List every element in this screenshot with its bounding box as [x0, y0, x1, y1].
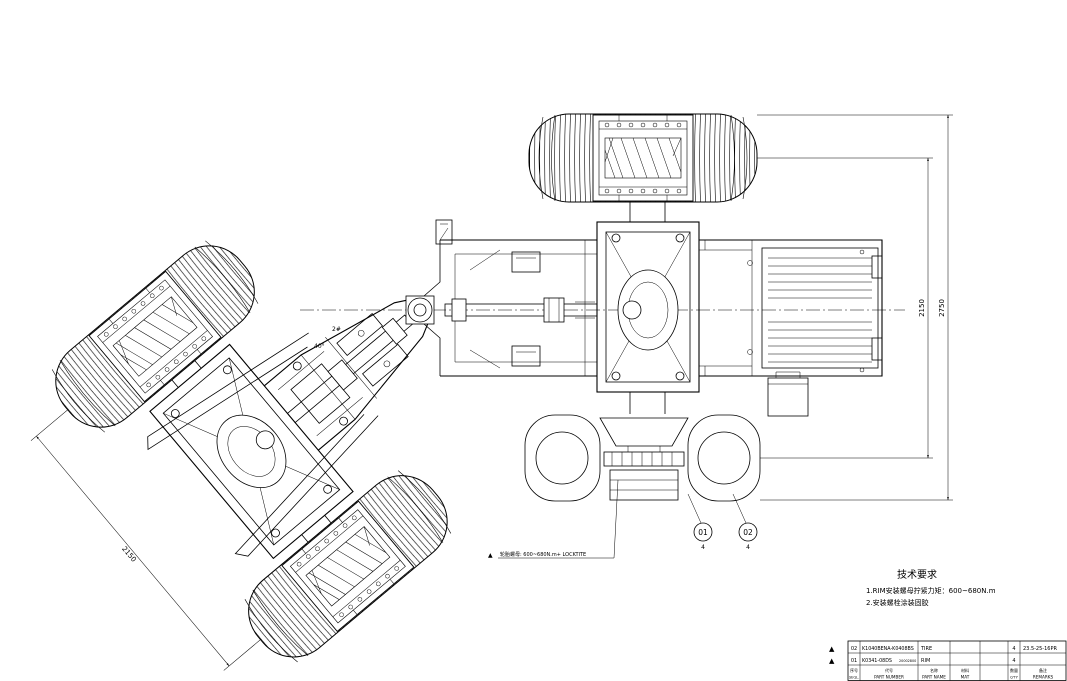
row-marker: ▲	[829, 657, 835, 665]
balloon-qty: 4	[701, 544, 705, 551]
row-qty: 4	[1012, 658, 1015, 664]
row-part-name: TIRE	[920, 646, 932, 652]
row-seq: 01	[851, 658, 857, 664]
row-part-number-alt: 20002800	[899, 659, 916, 663]
tech-req-title: 技术要求	[897, 568, 937, 581]
steering-angle-label: 40°	[314, 343, 325, 350]
balloon-id: 01	[698, 528, 708, 537]
header-mat-cn: 材料	[961, 667, 969, 673]
header-part-number-en: PART NUMBER	[874, 675, 904, 680]
row-part-name: RIM	[921, 658, 930, 664]
header-part-name-en: PART NAME	[922, 675, 946, 680]
rear-axle	[596, 202, 700, 414]
table-row: ▲ 01 K0341-08DS 20002800 RIM 4	[829, 657, 1016, 665]
row-seq: 02	[851, 646, 857, 652]
tech-req-item-2: 2.安装螺栓涂装固胶	[866, 598, 929, 607]
rear-track-label: 2150	[918, 299, 926, 317]
frame-bracket	[511, 345, 541, 367]
row-marker: ▲	[829, 645, 835, 653]
torque-note: ▲ 轮胎螺母: 600~680N.m+ LOCKTITE	[488, 479, 619, 559]
front-drive-shaft	[286, 314, 413, 424]
header-qty-en: Q'TY	[1010, 676, 1019, 680]
torque-note-marker: ▲	[488, 552, 493, 559]
header-part-name-cn: 名称	[930, 667, 938, 673]
rear-dimensions: 2750 2150	[757, 114, 953, 501]
overall-width-label: 2750	[938, 299, 946, 317]
hinge-label: 2#	[332, 326, 341, 333]
technical-requirements: 技术要求 1.RIM安装螺母拧紧力矩：600~680N.m 2.安装螺栓涂装固胶	[866, 568, 996, 607]
header-seq-cn: 序号	[850, 667, 858, 673]
front-tire-left	[38, 229, 272, 444]
header-remarks-en: REMARKS	[1033, 675, 1054, 680]
front-track-label: 2150	[120, 545, 138, 564]
front-section: 2150	[30, 229, 465, 674]
header-part-number-cn: 代号	[885, 667, 893, 673]
front-tire-right	[231, 458, 465, 674]
balloon-id: 02	[743, 528, 753, 537]
row-part-number: K0341-08DS	[862, 658, 892, 664]
front-axle	[149, 343, 354, 560]
row-remarks: 23.5-25-16PR	[1023, 646, 1057, 652]
rear-tire-top	[528, 113, 758, 203]
torque-note-text: 轮胎螺母: 600~680N.m+ LOCKTITE	[500, 551, 586, 558]
header-mat-en: MAT	[961, 675, 970, 680]
table-row: ▲ 02 K1040BENA-K0408BS TIRE 4 23.5-25-16…	[829, 645, 1057, 653]
header-qty-cn: 数量	[1010, 667, 1018, 673]
header-remarks-cn: 备注	[1039, 667, 1047, 673]
rear-frame	[423, 219, 883, 417]
rear-tire-bottom-section	[524, 414, 761, 502]
frame-bracket	[511, 251, 541, 273]
tech-req-item-1: 1.RIM安装螺母拧紧力矩：600~680N.m	[866, 586, 996, 595]
articulation-hinge: 2# 40°	[314, 295, 435, 350]
header-seq-en: SEQL.	[849, 676, 859, 680]
row-qty: 4	[1012, 646, 1015, 652]
balloon-01: 01 4	[687, 493, 713, 551]
parts-list-table: ▲ 02 K1040BENA-K0408BS TIRE 4 23.5-25-16…	[829, 640, 1067, 681]
exhaust-block	[767, 377, 809, 417]
table-header: 序号 SEQL. 代号 PART NUMBER 名称 PART NAME 材料 …	[849, 667, 1053, 680]
row-part-number: K1040BENA-K0408BS	[862, 646, 914, 652]
balloon-02: 02 4	[732, 493, 758, 551]
rear-section	[300, 113, 905, 502]
balloon-qty: 4	[746, 544, 750, 551]
rear-drive-shaft	[444, 297, 598, 323]
